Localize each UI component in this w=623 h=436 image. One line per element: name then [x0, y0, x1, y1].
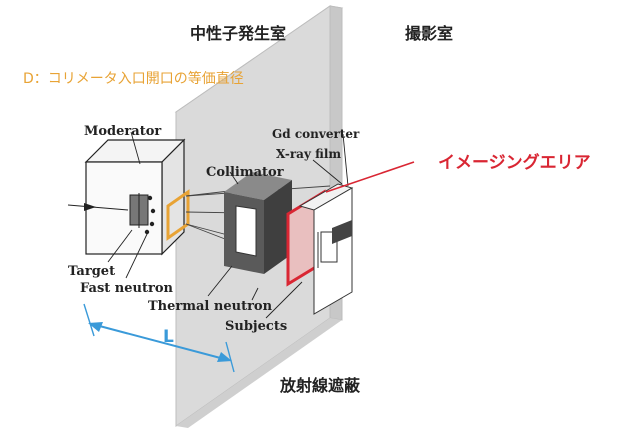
xray-film-plate [298, 183, 354, 315]
length-arrow [83, 303, 235, 373]
imaging-area-pointer [325, 161, 415, 193]
thermal-neutron-label: Thermal neutron [148, 299, 273, 314]
leader-lines [107, 131, 349, 319]
imaging-area-label: イメージングエリア [438, 152, 591, 173]
shield-label: 放射線遮蔽 [279, 376, 361, 395]
collimator-label: Collimator [206, 165, 284, 180]
imaging-room-label: 撮影室 [405, 24, 453, 43]
target-label: Target [68, 264, 115, 279]
collimator-entrance-aperture [166, 189, 190, 241]
length-l-label: L [163, 327, 174, 347]
neutron-room-label: 中性子発生室 [190, 24, 286, 43]
gd-converter-label: Gd converter [272, 127, 360, 141]
d-label: D：コリメータ入口開口の等価直径 [23, 70, 244, 87]
xray-film-label: X-ray film [276, 147, 341, 161]
collimator [224, 172, 292, 274]
subjects-label: Subjects [225, 319, 287, 334]
incoming-beam-arrow [67, 203, 129, 211]
moderator-box [84, 138, 186, 256]
fast-neutron-label: Fast neutron [80, 281, 173, 296]
moderator-label: Moderator [84, 124, 161, 139]
